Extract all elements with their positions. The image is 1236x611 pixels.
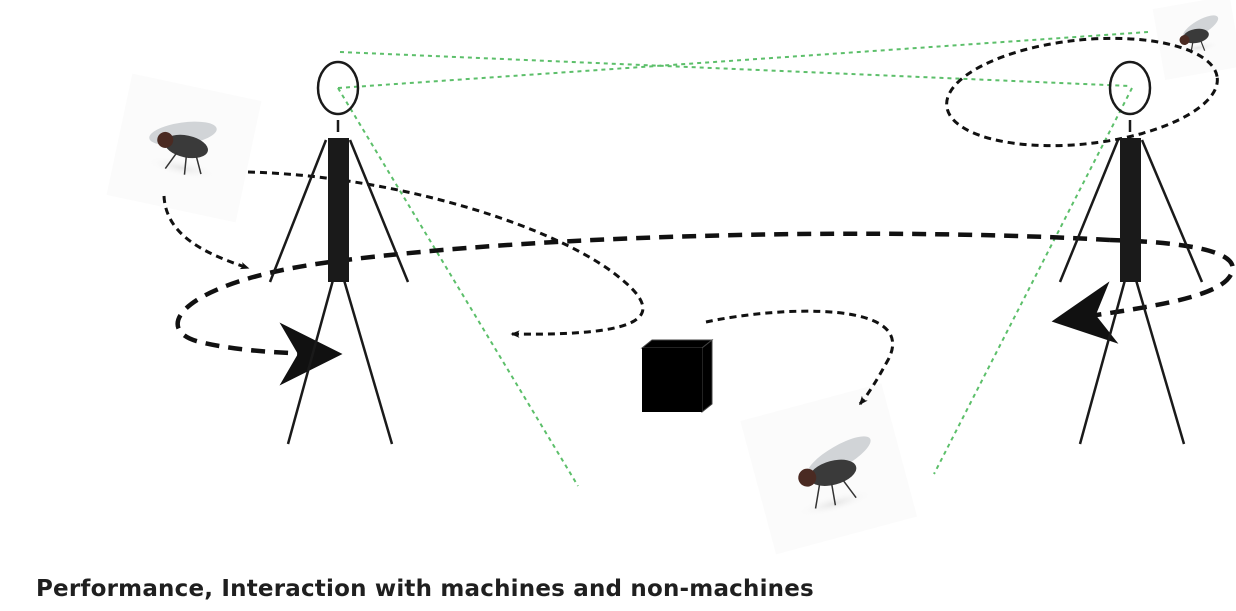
figure-torso [1120,138,1141,282]
figure-arm [268,139,328,283]
figure-leg [342,279,394,445]
sightline [337,31,1149,89]
dashed-arrow [705,309,895,406]
figure-arm [1140,139,1204,283]
diagram-caption: Performance, Interaction with machines a… [36,576,814,602]
figure-arm [348,139,410,283]
figure-arm [1058,139,1120,283]
fly-image [740,383,918,555]
figure-leg [1078,279,1127,445]
dashed-arrow [162,195,250,270]
sightline [933,87,1133,475]
sightline [337,87,579,487]
orbit-loop-arrow-right [1051,237,1235,344]
dashed-arrow [247,170,645,338]
sightlines [337,31,1149,487]
figure-head [1108,60,1152,116]
figure-head [316,60,360,116]
figure-leg [286,279,335,445]
sightline [339,51,1131,87]
fly-image [106,73,262,223]
head-orbit-loop [945,36,1219,148]
machine-cube [640,338,714,414]
person-figure-right [1058,60,1204,445]
person-figure-left [268,60,410,445]
orbit-loop-arrow [175,231,1111,386]
figure-torso [328,138,349,282]
figure-leg [1134,279,1186,445]
fly-image [1152,0,1236,81]
